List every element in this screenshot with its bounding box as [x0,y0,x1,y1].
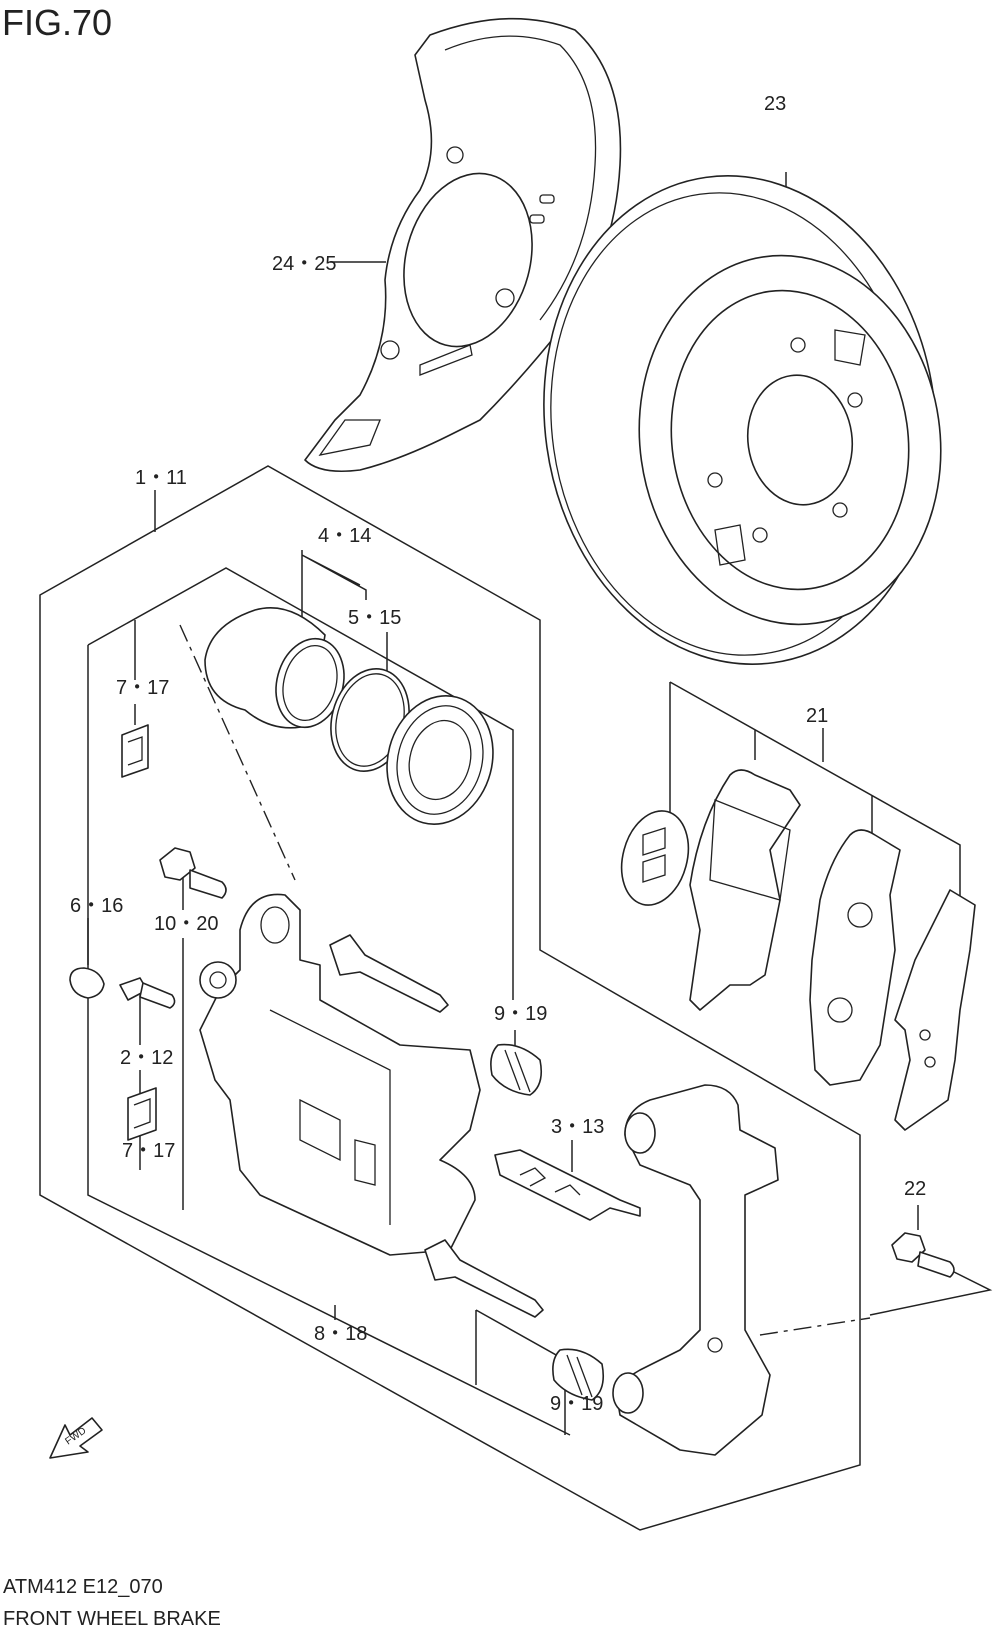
pad-shim-windows [642,827,666,883]
callout-7-17-bottom: 7・17 [122,1140,175,1162]
dust-shield-rim [444,35,597,321]
caliper-body-detail [269,1009,391,1225]
shield-hole-2 [495,288,515,308]
bleeder-cap-top [121,724,149,778]
disc-stud-hole-3 [832,502,848,518]
callout-1-11: 1・11 [135,467,187,489]
carrier-bolt-head [891,1232,926,1263]
pin-boot-upper [490,1043,543,1096]
disc-stud-hole-1 [790,337,806,353]
piston-boot-ring [396,705,484,815]
callout-8-18: 8・18 [314,1323,367,1345]
alignment-line-piston [179,624,296,881]
callout-7-17-top: 7・17 [116,677,169,699]
shield-hole-3 [380,340,400,360]
figure-title: FIG.70 [2,2,112,43]
callout-5-15: 5・15 [348,607,401,629]
guide-pin-upper [329,934,449,1013]
disc-stud-hole-5 [707,472,723,488]
callout-22: 22 [904,1178,926,1200]
footer-code: ATM412 E12_070 [3,1576,163,1598]
guide-pin-lower [424,1239,544,1318]
carrier-bolt-thread [917,1251,955,1278]
inner-frame-left [87,645,571,1436]
callout-2-12: 2・12 [120,1047,173,1069]
pad-clip [494,1149,641,1221]
callout-23: 23 [764,93,786,115]
shield-slot-1 [529,214,545,224]
disc-window-1 [834,329,866,366]
bleeder-cap-bottom [127,1087,157,1141]
piston-boot-hole [408,719,472,801]
shim-hole-2 [924,1056,936,1068]
union-bolt-head [159,847,196,881]
inner-frame-top [87,567,514,1000]
bleeder-plug [69,967,105,999]
caliper-port [260,906,290,944]
piston-boot [386,694,494,826]
alignment-line-bolt [759,1317,871,1336]
bleeder-cap-bottom-detail [133,1098,151,1129]
pad-clip-detail [519,1167,581,1196]
disc-window-2 [714,524,746,566]
callout-10-20: 10・20 [154,913,219,935]
caliper-body [199,893,481,1256]
leader-22-b [869,1269,993,1316]
callout-24-25: 24・25 [272,253,337,275]
shield-slot-3 [419,344,473,376]
callout-6-16: 6・16 [70,895,123,917]
callout-9-19-top: 9・19 [494,1003,547,1025]
footer-name: FRONT WHEEL BRAKE [3,1608,221,1630]
callout-9-19-bottom: 9・19 [550,1393,603,1415]
pin-boot-upper-ribs [504,1049,531,1093]
pad-anti-squeal-shim [894,889,976,1131]
piston-face-inner [282,645,338,721]
pin-boot-lower-ribs [566,1354,593,1398]
callout-3-13: 3・13 [551,1116,604,1138]
shield-tab [318,419,381,456]
leader-9-19-bottom [475,1309,566,1435]
shield-hole-1 [446,146,464,164]
caliper-window [354,1139,376,1186]
pad-outer-hole-2 [827,997,853,1023]
dust-shield-hole [403,172,533,348]
shim-hole-1 [919,1029,931,1041]
bleeder-cap-top-detail [127,736,143,766]
brake-pad-inner-lining [709,799,791,901]
brake-pad-outer [809,829,901,1086]
bleeder-screw-thread [139,982,176,1009]
disc-center-bore [746,374,854,506]
caliper-assembly-frame [39,465,861,1531]
fwd-arrow-icon: FWD [49,1417,103,1459]
carrier-hole [707,1337,723,1353]
caliper-washer [199,961,237,999]
carrier-pin-bore-upper [624,1112,656,1154]
shield-slot-2 [539,194,555,204]
pad-outer-hole-1 [847,902,873,928]
leader-21 [669,681,961,900]
callout-21: 21 [806,705,828,727]
disc-stud-hole-4 [752,527,768,543]
disc-stud-hole-2 [847,392,863,408]
callout-4-14: 4・14 [318,525,371,547]
caliper-washer-hole [209,971,227,989]
carrier-pin-bore-lower [612,1372,644,1414]
union-bolt-thread [189,869,227,899]
pin-boot-lower [552,1348,605,1401]
